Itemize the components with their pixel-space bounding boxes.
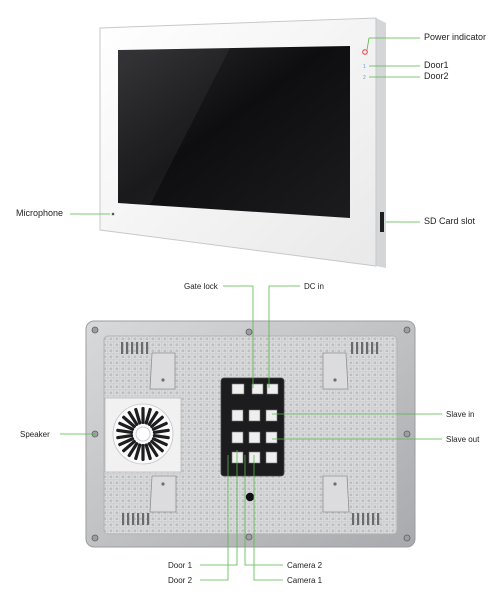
speaker-slot xyxy=(127,442,139,458)
speaker-slot xyxy=(141,407,145,424)
front-callout-lines xyxy=(70,37,420,223)
power-led-icon xyxy=(362,49,368,55)
cable-hole xyxy=(245,492,255,502)
label-speaker: Speaker xyxy=(20,430,50,439)
bracket-top-left xyxy=(149,352,176,390)
vent-slots xyxy=(121,342,380,525)
speaker-slot xyxy=(152,428,170,435)
sd-card-slot xyxy=(380,212,384,232)
speaker-slot xyxy=(151,421,168,431)
speaker-slot xyxy=(122,415,136,429)
port-dc-in-1 xyxy=(251,383,264,395)
port-dc-in-2 xyxy=(266,383,279,395)
speaker-slot xyxy=(134,407,142,425)
speaker-slot xyxy=(151,437,168,447)
vent-bottom-right xyxy=(352,513,380,525)
speaker-slot xyxy=(122,439,136,453)
bracket-bottom-left xyxy=(149,475,177,513)
speaker-slot xyxy=(116,428,134,435)
label-camera-1: Camera 1 xyxy=(287,576,323,585)
speaker-slot xyxy=(116,433,134,440)
label-door-1: Door 1 xyxy=(168,561,193,570)
rear-view xyxy=(60,285,442,581)
speaker-slot xyxy=(147,442,159,458)
speaker-slot xyxy=(118,437,135,447)
mounting-brackets xyxy=(149,352,350,513)
label-microphone: Microphone xyxy=(16,208,64,218)
port-camera-lower xyxy=(248,451,261,464)
label-camera-2: Camera 2 xyxy=(287,561,323,570)
speaker-slot xyxy=(134,443,142,461)
vent-top-right xyxy=(351,342,379,354)
speaker-slot xyxy=(147,410,159,426)
label-slave-out: Slave out xyxy=(446,435,480,444)
speaker-slot xyxy=(144,443,152,461)
speaker-slot xyxy=(118,421,135,431)
port-door-lower xyxy=(231,451,244,464)
front-view: 1 2 xyxy=(70,17,420,268)
port-slave-in xyxy=(265,409,278,422)
microphone-hole xyxy=(111,212,115,216)
door1-led-mark: 1 xyxy=(363,64,366,70)
callout-dc-in xyxy=(268,285,300,388)
port-door1-upper xyxy=(231,409,244,422)
label-slave-in: Slave in xyxy=(446,410,475,419)
door2-led-mark: 2 xyxy=(363,75,366,81)
callout-door-2 xyxy=(200,455,229,581)
callout-door-1 xyxy=(200,450,238,566)
speaker-slot xyxy=(141,444,145,461)
monitor-side-edge xyxy=(376,18,386,268)
callout-power-drop xyxy=(366,37,370,51)
label-door-2: Door 2 xyxy=(168,576,193,585)
speaker-slot xyxy=(150,439,164,453)
speaker-slot xyxy=(152,433,170,440)
bracket-bottom-right xyxy=(322,475,350,513)
connector-ports xyxy=(231,383,279,464)
bracket-top-right xyxy=(322,352,349,390)
label-door1: Door1 xyxy=(424,60,449,70)
screws xyxy=(91,326,411,542)
label-power-indicator: Power indicator xyxy=(424,32,487,42)
rear-callout-lines xyxy=(60,285,442,581)
label-dc-in: DC in xyxy=(304,282,325,291)
port-camera2-upper xyxy=(248,409,261,422)
callout-camera-1 xyxy=(253,455,283,581)
vent-top-left xyxy=(121,342,149,354)
port-slave-out xyxy=(265,431,278,444)
speaker-slot xyxy=(150,415,164,429)
screen-glare xyxy=(118,48,230,205)
vent-bottom-left xyxy=(122,513,150,525)
label-door2: Door2 xyxy=(424,71,449,81)
callout-gate-lock xyxy=(223,285,254,388)
speaker-slot xyxy=(127,410,139,426)
port-gate-lock xyxy=(231,383,245,395)
speaker-grille xyxy=(104,397,182,473)
callout-camera-2 xyxy=(244,455,283,566)
port-extra-lower xyxy=(265,451,278,464)
label-sd-card-slot: SD Card slot xyxy=(424,216,476,226)
port-door2-upper xyxy=(231,431,244,444)
label-gate-lock: Gate lock xyxy=(184,282,218,291)
monitor-screen xyxy=(118,46,350,218)
speaker-slot xyxy=(144,407,152,425)
port-camera1-upper xyxy=(248,431,261,444)
